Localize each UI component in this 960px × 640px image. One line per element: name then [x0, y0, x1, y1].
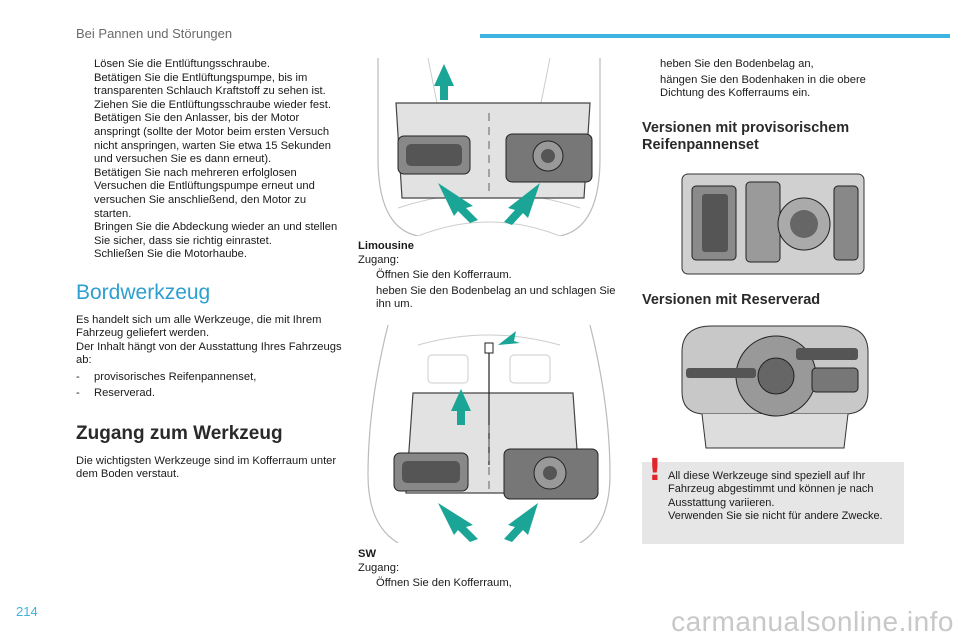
checkbox-bullet-icon — [76, 248, 94, 262]
sw-access-label: Zugang: — [358, 561, 400, 574]
step-item: Betätigen Sie nach mehreren erfolglosen … — [76, 167, 344, 221]
step-item: Bringen Sie die Abdeckung wieder an und … — [76, 221, 344, 248]
step-item: Öffnen Sie den Kofferraum, — [358, 577, 620, 591]
checkbox-bullet-icon — [76, 167, 94, 221]
sw-label: SW — [358, 548, 377, 560]
tyre-repair-kit-illustration — [680, 172, 866, 276]
list-item: -Reserverad. — [76, 387, 155, 400]
section-title-bordwerkzeug: Bordwerkzeug — [76, 280, 211, 304]
list-item: -provisorisches Reifenpannenset, — [76, 370, 257, 383]
step-item: heben Sie den Bodenbelag an und schlagen… — [358, 285, 620, 312]
limousine-label: Limousine — [358, 240, 414, 252]
warning-icon: ! — [648, 453, 662, 488]
checkbox-bullet-icon — [358, 577, 376, 591]
checkbox-bullet-icon — [76, 221, 94, 248]
middle-column-sw: SW Zugang: Öffnen Sie den Kofferraum, — [358, 548, 620, 591]
header-title: Bei Pannen und Störungen — [76, 26, 233, 41]
checkbox-bullet-icon — [358, 285, 376, 312]
step-item: Schließen Sie die Motorhaube. — [76, 248, 344, 262]
intro-paragraph: Der Inhalt hängt von der Ausstattung Ihr… — [76, 340, 342, 367]
middle-column-limousine: Limousine Zugang: Öffnen Sie den Kofferr… — [358, 240, 620, 312]
checkbox-bullet-icon — [358, 269, 376, 283]
section-title-zugang: Zugang zum Werkzeug — [76, 423, 283, 445]
sw-trunk-illustration — [358, 324, 620, 544]
access-paragraph: Die wichtigsten Werkzeuge sind im Koffer… — [76, 454, 337, 481]
checkbox-bullet-icon — [76, 58, 94, 72]
warning-note: ! All diese Werkzeuge sind speziell auf … — [642, 453, 904, 544]
left-column: Lösen Sie die Entlüftungsschraube. Betät… — [76, 58, 344, 482]
step-item: heben Sie den Bodenbelag an, — [642, 58, 906, 72]
heading-spare-wheel: Versionen mit Reserverad — [642, 292, 821, 308]
step-item: Betätigen Sie den Anlasser, bis der Moto… — [76, 112, 344, 166]
spare-wheel-illustration — [672, 322, 878, 452]
warning-text: All diese Werkzeuge sind speziell auf Ih… — [668, 470, 874, 509]
checkbox-bullet-icon — [76, 99, 94, 113]
limousine-access-label: Zugang: — [358, 253, 400, 266]
checkbox-bullet-icon — [642, 74, 660, 101]
warning-text: Verwenden Sie sie nicht für andere Zweck… — [668, 510, 883, 523]
right-column: heben Sie den Bodenbelag an, hängen Sie … — [642, 58, 906, 154]
checkbox-bullet-icon — [76, 72, 94, 99]
intro-paragraph: Es handelt sich um alle Werkzeuge, die m… — [76, 313, 322, 340]
step-item: hängen Sie den Bodenhaken in die obere D… — [642, 74, 906, 101]
checkbox-bullet-icon — [642, 58, 660, 72]
checkbox-bullet-icon — [76, 112, 94, 166]
watermark: carmanualsonline.info — [671, 606, 954, 637]
step-item: Lösen Sie die Entlüftungsschraube. — [76, 58, 344, 72]
right-column-heading2: Versionen mit Reserverad — [642, 292, 906, 309]
page-number: 214 — [16, 604, 38, 619]
step-item: Öffnen Sie den Kofferraum. — [358, 269, 620, 283]
step-item: Ziehen Sie die Entlüftungsschraube wiede… — [76, 99, 344, 113]
limousine-trunk-illustration — [358, 57, 620, 237]
step-item: Betätigen Sie die Entlüftungspumpe, bis … — [76, 72, 344, 99]
header-accent-bar — [480, 34, 950, 38]
heading-tyre-repair-kit: Versionen mit provisorischem Reifenpanne… — [642, 119, 850, 153]
